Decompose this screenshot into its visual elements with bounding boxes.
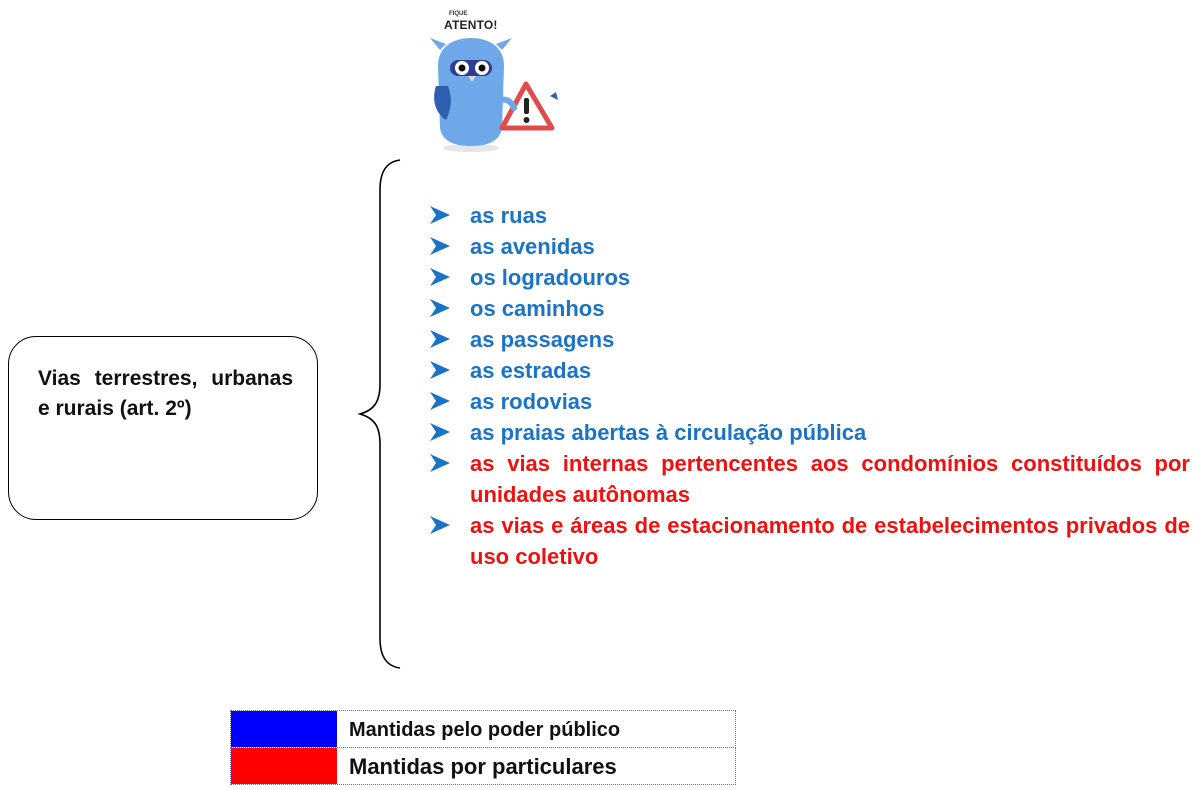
curly-brace-icon (357, 159, 401, 669)
legend-label: Mantidas pelo poder público (349, 719, 621, 741)
list-item: os caminhos (428, 293, 1190, 324)
legend-swatch-blue (231, 711, 337, 747)
list-item-text: os logradouros (470, 265, 631, 290)
legend-swatch-red (231, 748, 337, 784)
legend-row-public: Mantidas pelo poder público (230, 710, 736, 748)
list-item: as vias internas pertencentes aos condom… (428, 448, 1190, 510)
topic-box (8, 336, 318, 520)
arrow-bullet-icon (430, 330, 450, 348)
list-item-text: as estradas (470, 358, 592, 383)
arrow-bullet-icon (430, 268, 450, 286)
vias-list: as ruas as avenidas os logradouros os ca… (428, 200, 1190, 572)
mascot-caption: ATENTO! (444, 18, 498, 32)
list-item-text: os caminhos (470, 296, 605, 321)
legend: Mantidas pelo poder público Mantidas por… (230, 710, 736, 785)
owl-warning-icon (426, 8, 566, 153)
mascot-caption-small: FIQUE (449, 11, 468, 17)
legend-row-private: Mantidas por particulares (230, 748, 736, 785)
arrow-bullet-icon (430, 206, 450, 224)
arrow-bullet-icon (430, 237, 450, 255)
list-item: as ruas (428, 200, 1190, 231)
arrow-bullet-icon (430, 299, 450, 317)
list-item-text: as praias abertas à circulação pública (470, 420, 867, 445)
arrow-bullet-icon (430, 516, 450, 534)
list-item: as avenidas (428, 231, 1190, 262)
arrow-bullet-icon (430, 392, 450, 410)
arrow-bullet-icon (430, 423, 450, 441)
arrow-bullet-icon (430, 454, 450, 472)
list-item-text: as vias internas pertencentes aos condom… (470, 451, 1190, 507)
list-item-text: as passagens (470, 327, 615, 352)
list-item: as estradas (428, 355, 1190, 386)
list-item-text: as rodovias (470, 389, 593, 414)
list-item: as praias abertas à circulação pública (428, 417, 1190, 448)
list-item-text: as vias e áreas de estacionamento de est… (470, 513, 1190, 569)
list-item-text: as avenidas (470, 234, 595, 259)
list-item-text: as ruas (470, 203, 548, 228)
list-item: as vias e áreas de estacionamento de est… (428, 510, 1190, 572)
list-item: os logradouros (428, 262, 1190, 293)
list-item: as passagens (428, 324, 1190, 355)
list-item: as rodovias (428, 386, 1190, 417)
topic-box-text: Vias terrestres, urbanas e rurais (art. … (38, 367, 293, 420)
legend-label: Mantidas por particulares (349, 754, 617, 779)
arrow-bullet-icon (430, 361, 450, 379)
